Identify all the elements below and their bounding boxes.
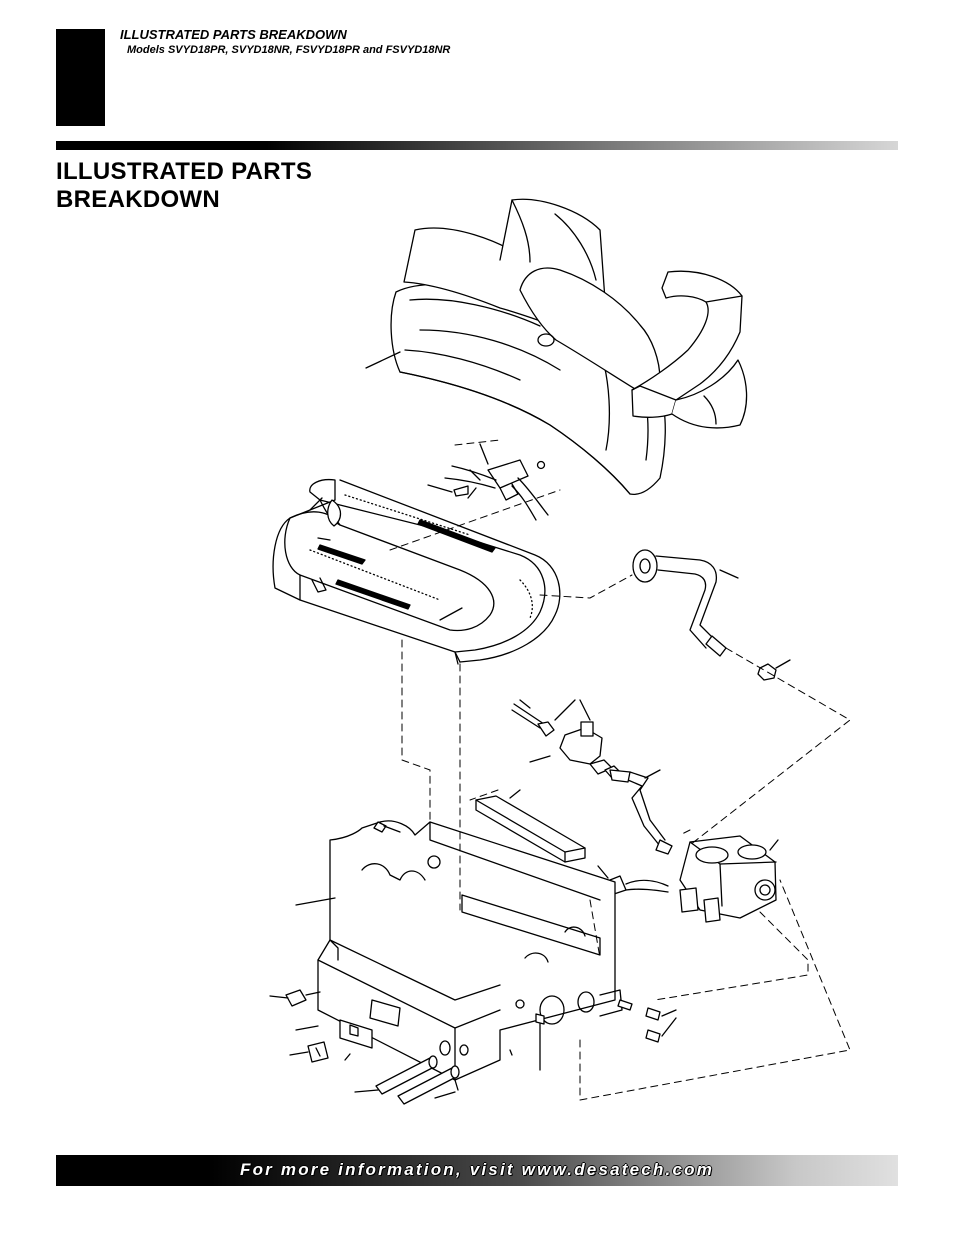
gas-valve-assembly <box>597 769 779 923</box>
footer-banner: For more information, visit www.desatech… <box>56 1155 898 1186</box>
footer-website-link[interactable]: For more information, visit www.desatech… <box>239 1160 715 1179</box>
gas-regulator <box>511 699 621 779</box>
pilot-assembly <box>427 443 549 521</box>
heat-shield <box>475 789 586 863</box>
header-rule <box>56 141 898 150</box>
header-section-title: ILLUSTRATED PARTS BREAKDOWN <box>120 27 347 42</box>
chassis-base <box>295 820 623 1091</box>
log-set <box>365 198 748 496</box>
small-hardware <box>269 821 677 1105</box>
assembly-guide-lines <box>389 439 851 1101</box>
page-title-line1: ILLUSTRATED PARTS <box>56 158 313 185</box>
page-title-line2: BREAKDOWN <box>56 186 221 213</box>
section-tab-marker <box>56 29 105 126</box>
header-models: Models SVYD18PR, SVYD18NR, FSVYD18PR and… <box>127 44 451 56</box>
burner-tube-elbow <box>632 549 791 681</box>
page-title: ILLUSTRATED PARTS BREAKDOWN <box>56 158 312 214</box>
burner-assembly <box>272 478 561 665</box>
